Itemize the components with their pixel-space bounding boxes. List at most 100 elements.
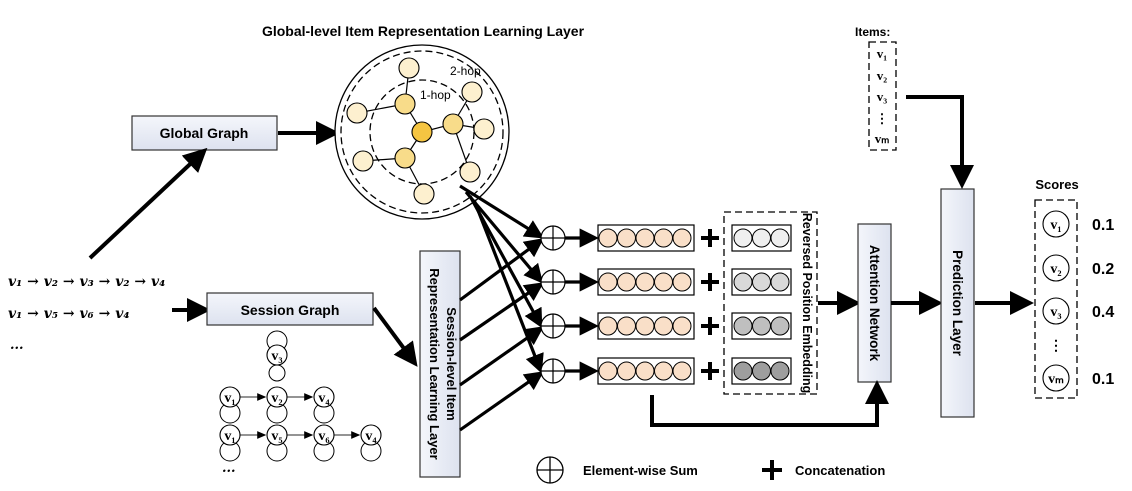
- session-node-row2: [360, 424, 382, 446]
- arrow-to-global-graph: [88, 147, 208, 260]
- graph-node-center: [411, 121, 433, 143]
- session-node-row1: [266, 386, 288, 408]
- score-item-node: [1042, 364, 1070, 392]
- item-entry: ⋮: [876, 111, 889, 126]
- position-embedding-label: Reversed Position Embedding: [800, 213, 814, 394]
- score-item-node: [1042, 297, 1070, 325]
- item-entry: v₁: [877, 46, 888, 61]
- position-embedding-group: [723, 211, 818, 395]
- item-embedding-vector: [597, 224, 695, 252]
- global-graph-label: Global Graph: [160, 125, 249, 141]
- session-level-layer-box[interactable]: Session-level Item Representation Learni…: [419, 250, 461, 478]
- score-row: ⋮: [1049, 339, 1063, 354]
- position-embedding-vector: [731, 312, 792, 340]
- global-to-sum-arrow: [464, 190, 544, 284]
- item-embedding-vector: [597, 268, 695, 296]
- skip-connection-arrow: [650, 380, 889, 427]
- score-row: v₂ 0.2: [1042, 254, 1114, 282]
- session-node-row1-label: v₄: [318, 391, 330, 406]
- position-embedding-vector: [731, 357, 792, 385]
- session-to-sum-arrow: [459, 238, 544, 302]
- scores-box: [1034, 199, 1078, 399]
- session-node-row1: [313, 386, 335, 408]
- session-graph-label: Session Graph: [241, 302, 340, 318]
- v2-v3-loop: [268, 364, 286, 382]
- session-node-row2-label: v₆: [318, 429, 329, 444]
- graph-node-hop2: [459, 161, 481, 183]
- embedding-rows: [540, 224, 792, 385]
- global-graph-visual: 2-hop 1-hop: [334, 44, 510, 220]
- scores-label: Scores: [1035, 177, 1078, 192]
- session-to-sum-arrow: [459, 371, 544, 432]
- score-value: 0.1: [1092, 217, 1114, 234]
- graph-node-hop2: [413, 183, 435, 205]
- session-to-sum-arrow: [459, 326, 544, 387]
- session-node-row2-label: v₅: [271, 429, 282, 444]
- score-item-node: [1042, 254, 1070, 282]
- element-wise-sum-node: [540, 269, 566, 295]
- graph-node-hop2: [352, 150, 374, 172]
- item-embedding-vector: [597, 357, 695, 385]
- session-node-row2: [219, 424, 241, 446]
- position-embedding-vector: [731, 268, 792, 296]
- item-entry: v₂: [877, 68, 888, 83]
- position-embedding-vector: [731, 224, 792, 252]
- score-value: 0.4: [1092, 304, 1114, 321]
- session-node-v3: [266, 344, 288, 366]
- session-node-row2-label: v₄: [365, 429, 377, 444]
- item-entry: vₘ: [875, 131, 890, 146]
- session-sequence-ellipsis: ...: [10, 338, 24, 353]
- concatenation-icon: [701, 273, 719, 291]
- score-item-label: v₁: [1050, 218, 1061, 233]
- global-graph-box[interactable]: Global Graph: [131, 115, 278, 151]
- score-row: v₁ 0.1: [1042, 210, 1114, 238]
- score-value: 0.1: [1092, 371, 1114, 388]
- session-graph-ellipsis: ...: [222, 461, 236, 476]
- graph-node-hop2: [346, 102, 368, 124]
- graph-node-hop2: [398, 57, 420, 79]
- score-item-label: v₂: [1050, 262, 1061, 277]
- graph-node-hop1: [442, 113, 464, 135]
- two-hop-boundary: [340, 50, 504, 214]
- session-layer-label-2: Representation Learning Layer: [427, 268, 442, 459]
- one-hop-label: 1-hop: [420, 88, 451, 102]
- element-wise-sum-node: [540, 225, 566, 251]
- score-value: 0.2: [1092, 261, 1114, 278]
- attention-network-label: Attention Network: [867, 245, 882, 362]
- arrow-to-session-layer: [372, 306, 418, 367]
- session-node-row2: [266, 424, 288, 446]
- graph-node-hop1: [394, 93, 416, 115]
- items-label: Items:: [855, 25, 890, 39]
- attention-network-box[interactable]: Attention Network: [857, 223, 892, 383]
- item-entry: v₃: [877, 89, 888, 104]
- score-item-node: [1042, 210, 1070, 238]
- global-layer-title: Global-level Item Representation Learnin…: [262, 23, 585, 39]
- global-to-sum-arrow: [472, 199, 544, 374]
- session-sequence-1: v₁ → v₂ → v₃ → v₂ → v₄: [8, 274, 165, 290]
- two-hop-label: 2-hop: [450, 64, 481, 78]
- arrow-items-to-prediction: [906, 95, 974, 189]
- session-graph-box[interactable]: Session Graph: [206, 292, 374, 326]
- session-node-v3-label: v₃: [271, 349, 282, 364]
- global-to-sum-arrow: [459, 184, 545, 239]
- items-list-box: [868, 41, 897, 151]
- session-to-sum-arrow: [459, 282, 544, 342]
- prediction-layer-box[interactable]: Prediction Layer: [940, 188, 975, 418]
- element-wise-sum-node: [540, 313, 566, 339]
- legend-sum-label: Element-wise Sum: [583, 463, 698, 478]
- session-node-row1: [219, 386, 241, 408]
- graph-node-hop1: [394, 147, 416, 169]
- concatenation-icon: [762, 460, 782, 480]
- items-list: v₁ v₂ v₃ ⋮ vₘ: [875, 46, 890, 146]
- concatenation-icon: [701, 229, 719, 247]
- legend: Element-wise Sum Concatenation: [536, 456, 885, 484]
- item-embedding-vector: [597, 312, 695, 340]
- score-item-label: vₘ: [1048, 372, 1064, 387]
- legend-concat-label: Concatenation: [795, 463, 885, 478]
- session-sequence-2: v₁ → v₅ → v₆ → v₄: [8, 306, 130, 322]
- element-wise-sum-node: [540, 358, 566, 384]
- graph-node-hop2: [461, 81, 483, 103]
